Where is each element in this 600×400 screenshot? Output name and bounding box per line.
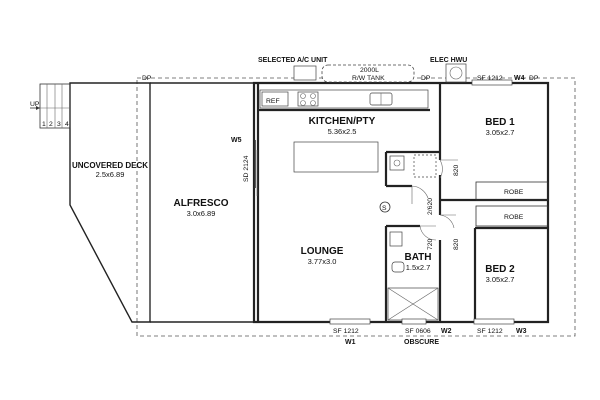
window-bed1-tag: W4 bbox=[514, 75, 525, 82]
room-name-lounge: LOUNGE bbox=[301, 246, 344, 257]
rw-tank-label-2: R/W TANK bbox=[352, 75, 385, 82]
room-size-bed1: 3.05x2.7 bbox=[486, 128, 515, 137]
room-name-deck: UNCOVERED DECK bbox=[72, 161, 148, 170]
room-name-bath: BATH bbox=[404, 252, 431, 263]
door-laundry-size: 2/620 bbox=[427, 198, 434, 215]
vanity bbox=[389, 231, 403, 247]
room-size-alfresco: 3.0x6.89 bbox=[187, 209, 216, 218]
robe-bed1 bbox=[475, 181, 549, 201]
robe-bed2-label: ROBE bbox=[504, 214, 524, 221]
stair-number-4: 4 bbox=[65, 121, 69, 128]
room-size-lounge: 3.77x3.0 bbox=[308, 257, 337, 266]
room-size-bed2: 3.05x2.7 bbox=[486, 275, 515, 284]
window-bed1 bbox=[471, 79, 513, 86]
room-size-kitchen: 5.36x2.5 bbox=[328, 127, 357, 136]
robe-bed2 bbox=[475, 205, 549, 227]
door-bed2-size: 820 bbox=[453, 238, 460, 250]
downpipe-label-ne: DP bbox=[529, 75, 539, 82]
downpipe-label-nw: DP bbox=[142, 75, 152, 82]
room-name-bed2: BED 2 bbox=[485, 264, 515, 275]
smoke-alarm-label: S bbox=[382, 205, 387, 212]
ac-unit bbox=[293, 65, 317, 81]
door-bed1 bbox=[439, 159, 458, 179]
downpipe-label-n: DP bbox=[421, 75, 431, 82]
hot-water-unit bbox=[445, 63, 467, 83]
site-boundary bbox=[136, 77, 576, 337]
fridge-label: REF bbox=[266, 98, 280, 105]
rainwater-tank bbox=[321, 64, 415, 83]
robe-bed1-label: ROBE bbox=[504, 189, 524, 196]
smoke-alarm-icon bbox=[379, 201, 391, 213]
room-name-alfresco: ALFRESCO bbox=[174, 198, 229, 209]
fridge bbox=[261, 91, 289, 107]
window-lounge-spec: SF 1212 bbox=[333, 328, 359, 335]
cooktop bbox=[297, 91, 319, 107]
window-bed1-spec: SF 1212 bbox=[477, 75, 503, 82]
window-bed2-spec: SF 1212 bbox=[477, 328, 503, 335]
stair-number-1: 1 bbox=[42, 121, 46, 128]
door-bed1-size: 820 bbox=[453, 164, 460, 176]
stairs: UP 1 2 3 4 bbox=[30, 83, 71, 129]
door-bath-size: 720 bbox=[427, 238, 434, 250]
room-size-deck: 2.5x6.89 bbox=[96, 170, 125, 179]
window-bed2 bbox=[473, 318, 515, 325]
laundry-tub bbox=[389, 155, 405, 171]
sliding-door-spec: SD 2124 bbox=[243, 155, 250, 182]
window-lounge bbox=[329, 318, 371, 325]
washing-machine bbox=[413, 154, 437, 178]
window-lounge-tag: W1 bbox=[345, 339, 356, 346]
toilet bbox=[391, 261, 405, 273]
room-name-bed1: BED 1 bbox=[485, 117, 515, 128]
door-laundry bbox=[411, 185, 429, 204]
rw-tank-label-1: 2000L bbox=[360, 67, 379, 74]
window-bath-spec: SF 0606 bbox=[405, 328, 431, 335]
door-bath bbox=[419, 225, 437, 241]
sliding-door-tag: W5 bbox=[231, 137, 242, 144]
stair-number-3: 3 bbox=[57, 121, 61, 128]
door-bed2 bbox=[439, 214, 456, 229]
window-bath-obscure: OBSCURE bbox=[404, 339, 439, 346]
window-bath-tag: W2 bbox=[441, 328, 452, 335]
stair-label-up: UP bbox=[30, 101, 40, 108]
hwu-label: ELEC HWU bbox=[430, 57, 467, 64]
window-bath bbox=[401, 318, 427, 325]
deck-outline bbox=[69, 82, 151, 323]
ac-unit-label: SELECTED A/C UNIT bbox=[258, 57, 328, 64]
room-name-kitchen: KITCHEN/PTY bbox=[309, 116, 376, 127]
window-bed2-tag: W3 bbox=[516, 328, 527, 335]
stair-number-2: 2 bbox=[49, 121, 53, 128]
kitchen-island bbox=[293, 141, 379, 173]
room-size-bath: 1.5x2.7 bbox=[406, 263, 431, 272]
house-outline bbox=[252, 81, 550, 324]
